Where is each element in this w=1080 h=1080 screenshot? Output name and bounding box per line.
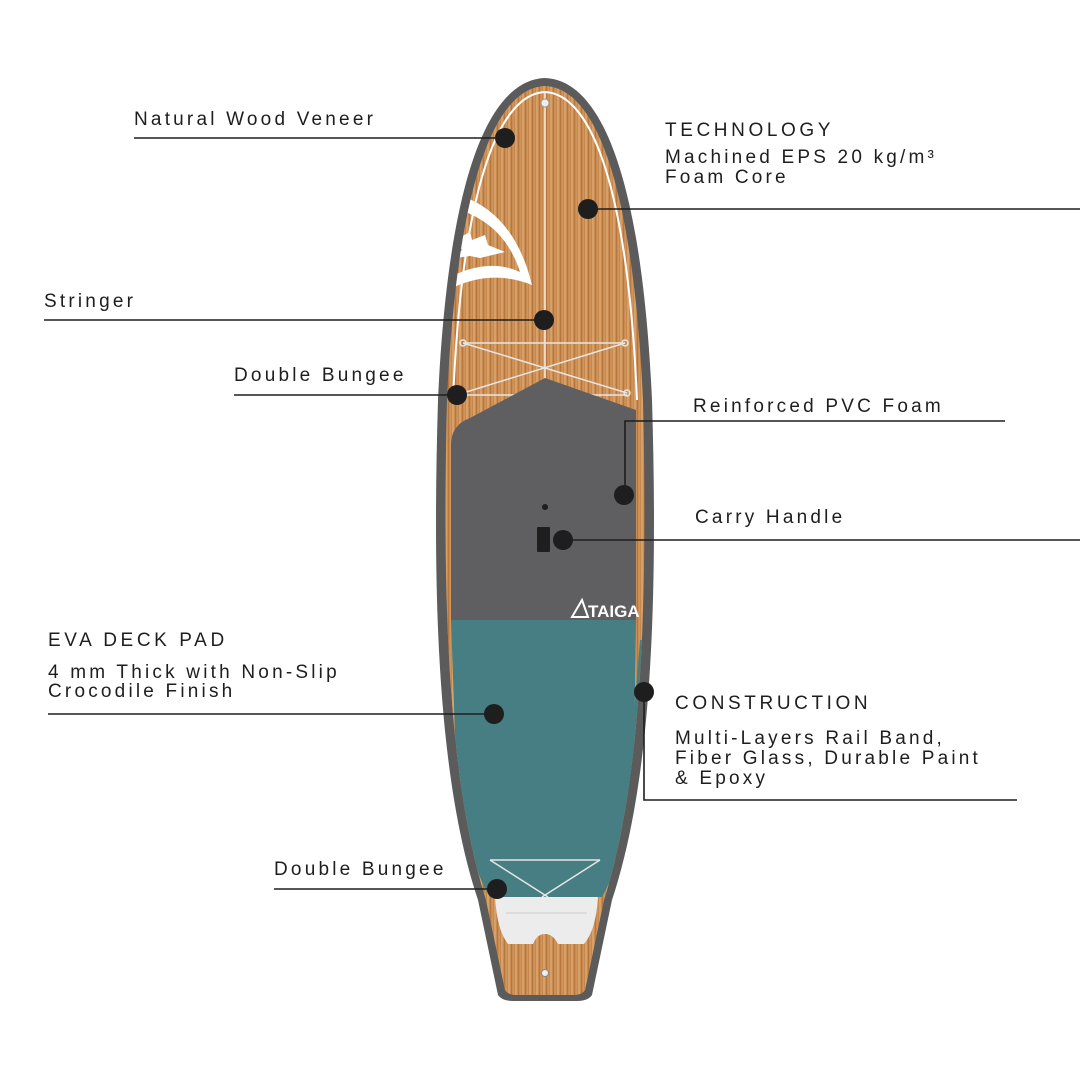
label-natural-wood-veneer: Natural Wood Veneer [134, 109, 377, 130]
leader-lines [44, 137, 1080, 890]
label-construction-line3: & Epoxy [675, 768, 769, 789]
vent-plug [542, 504, 548, 510]
label-technology-title: TECHNOLOGY [665, 120, 835, 141]
reinforced-pvc-deck-pad [451, 378, 636, 620]
brand-logo-text: TAIGA [588, 602, 640, 621]
label-construction-title: CONSTRUCTION [675, 693, 872, 714]
label-carry-handle: Carry Handle [695, 507, 846, 528]
label-eva-deck-pad-line2: Crocodile Finish [48, 681, 236, 702]
rear-bungee [489, 859, 601, 898]
label-reinforced-pvc-foam: Reinforced PVC Foam [693, 396, 944, 417]
leash-plug [541, 969, 549, 977]
label-stringer: Stringer [44, 291, 137, 312]
label-technology-line1: Machined EPS 20 kg/m³ [665, 147, 938, 168]
callout-dots [447, 128, 654, 899]
nose-plug [540, 98, 550, 108]
label-double-bungee-front: Double Bungee [234, 365, 407, 386]
label-eva-deck-pad-line1: 4 mm Thick with Non-Slip [48, 662, 340, 683]
carry-handle [537, 527, 550, 552]
eva-deck-pad [451, 620, 636, 897]
label-eva-deck-pad-title: EVA DECK PAD [48, 630, 228, 651]
label-technology-line2: Foam Core [665, 167, 789, 188]
label-double-bungee-rear: Double Bungee [274, 859, 447, 880]
taiga-logo [570, 597, 590, 618]
label-construction-line1: Multi-Layers Rail Band, [675, 728, 946, 749]
label-construction-line2: Fiber Glass, Durable Paint [675, 748, 982, 769]
tail-traction-pad [495, 897, 598, 944]
